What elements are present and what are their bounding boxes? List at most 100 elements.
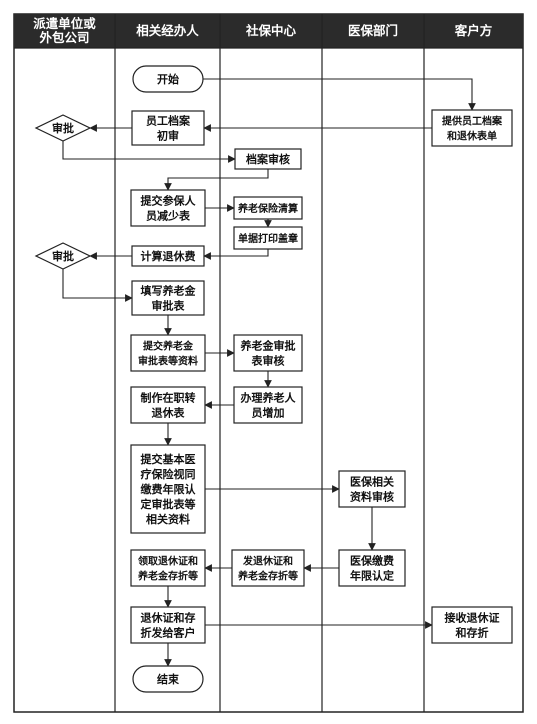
lane-header-label: 客户方 bbox=[454, 23, 493, 38]
node-label: 退休证和存 bbox=[141, 611, 196, 625]
node-label: 审批 bbox=[52, 121, 74, 135]
lane-header-bg bbox=[220, 14, 322, 48]
lane-header-label: 派遣单位或 bbox=[33, 16, 96, 31]
node-start: 开始 bbox=[132, 65, 204, 93]
process-shape bbox=[130, 334, 206, 372]
node-print_stamp: 单据打印盖章 bbox=[233, 226, 303, 250]
process-shape bbox=[234, 148, 302, 170]
node-label: 员增加 bbox=[252, 406, 285, 420]
node-label: 提交参保人 bbox=[141, 194, 197, 208]
edge-start-to-client_docs bbox=[203, 78, 476, 111]
process-shape bbox=[233, 196, 303, 220]
node-label: 退休表 bbox=[152, 406, 186, 420]
lane-header-bg bbox=[115, 14, 220, 48]
node-label: 单据打印盖章 bbox=[238, 232, 298, 245]
node-label: 审批 bbox=[52, 249, 74, 263]
edge-archive_review-to-submit_reduce bbox=[164, 169, 269, 191]
lane-lane4: 客户方 bbox=[424, 14, 523, 48]
node-pension_settle: 养老保险清算 bbox=[233, 196, 303, 220]
lane-lane1: 相关经办人 bbox=[115, 14, 220, 48]
node-label: 和存折 bbox=[456, 626, 489, 640]
process-shape bbox=[231, 549, 305, 587]
process-shape bbox=[131, 280, 205, 316]
lane-header-bg bbox=[14, 14, 115, 48]
process-shape bbox=[338, 470, 406, 508]
node-label: 填写养老金 bbox=[141, 284, 197, 298]
node-label: 年限认定 bbox=[350, 569, 394, 583]
node-label: 提供员工档案 bbox=[442, 115, 503, 128]
process-shape bbox=[130, 444, 206, 534]
process-shape bbox=[233, 386, 303, 424]
lane-header-label: 外包公司 bbox=[38, 30, 89, 45]
node-approve2: 审批 bbox=[34, 242, 92, 270]
decision-shape bbox=[34, 242, 92, 270]
process-shape bbox=[431, 606, 513, 644]
edges bbox=[62, 78, 476, 667]
node-label: 办理养老人 bbox=[241, 391, 297, 405]
nodes: 开始提供员工档案和退休表单员工档案初审审批档案审核提交参保人员减少表养老保险清算… bbox=[34, 65, 513, 693]
process-shape bbox=[130, 606, 206, 644]
process-shape bbox=[338, 549, 406, 587]
node-label: 疗保险视同 bbox=[141, 467, 196, 481]
node-label: 缴费年限认 bbox=[141, 482, 197, 496]
process-shape bbox=[131, 110, 205, 146]
process-shape bbox=[131, 245, 205, 267]
node-label: 医保缴费 bbox=[350, 554, 394, 568]
node-label: 提交养老金 bbox=[143, 340, 194, 353]
node-label: 养老保险清算 bbox=[237, 202, 298, 215]
node-label: 审批表 bbox=[152, 299, 186, 313]
node-label: 折发给客户 bbox=[141, 626, 196, 640]
node-label: 员减少表 bbox=[146, 209, 191, 223]
process-shape bbox=[233, 226, 303, 250]
node-label: 养老金存折等 bbox=[137, 570, 198, 583]
lane-header-label: 社保中心 bbox=[245, 23, 297, 38]
lane-header-label: 相关经办人 bbox=[136, 23, 199, 38]
node-label: 初审 bbox=[157, 129, 179, 143]
lane-header-bg bbox=[322, 14, 424, 48]
terminal-shape bbox=[132, 65, 204, 93]
process-shape bbox=[130, 549, 206, 587]
node-label: 员工档案 bbox=[146, 114, 191, 128]
edge-approve1-to-archive_review bbox=[62, 141, 236, 163]
node-label: 领取退休证和 bbox=[138, 555, 198, 568]
edge-approve2-to-fill_form bbox=[62, 269, 133, 302]
node-label: 开始 bbox=[157, 72, 179, 86]
terminal-shape bbox=[132, 665, 204, 693]
node-calc_fee: 计算退休费 bbox=[131, 245, 205, 267]
node-label: 表审核 bbox=[251, 354, 285, 368]
node-label: 审批表等资料 bbox=[138, 355, 198, 368]
process-shape bbox=[233, 334, 303, 372]
node-end: 结束 bbox=[132, 665, 204, 693]
node-label: 医保相关 bbox=[350, 475, 394, 489]
node-label: 档案审核 bbox=[246, 152, 290, 166]
process-shape bbox=[130, 189, 206, 227]
node-label: 定审批表等 bbox=[141, 497, 196, 511]
node-label: 资料审核 bbox=[350, 490, 394, 504]
decision-shape bbox=[34, 114, 92, 142]
node-label: 相关资料 bbox=[146, 512, 190, 526]
node-label: 发退休证和 bbox=[242, 555, 293, 568]
edge-print_stamp-to-calc_fee bbox=[203, 249, 269, 260]
node-label: 接收退休证 bbox=[445, 611, 500, 625]
process-shape bbox=[431, 109, 513, 147]
lane-header-label: 医保部门 bbox=[348, 23, 398, 38]
lane-lane2: 社保中心 bbox=[220, 14, 322, 48]
node-approve1: 审批 bbox=[34, 114, 92, 142]
node-label: 制作在职转 bbox=[141, 391, 196, 405]
